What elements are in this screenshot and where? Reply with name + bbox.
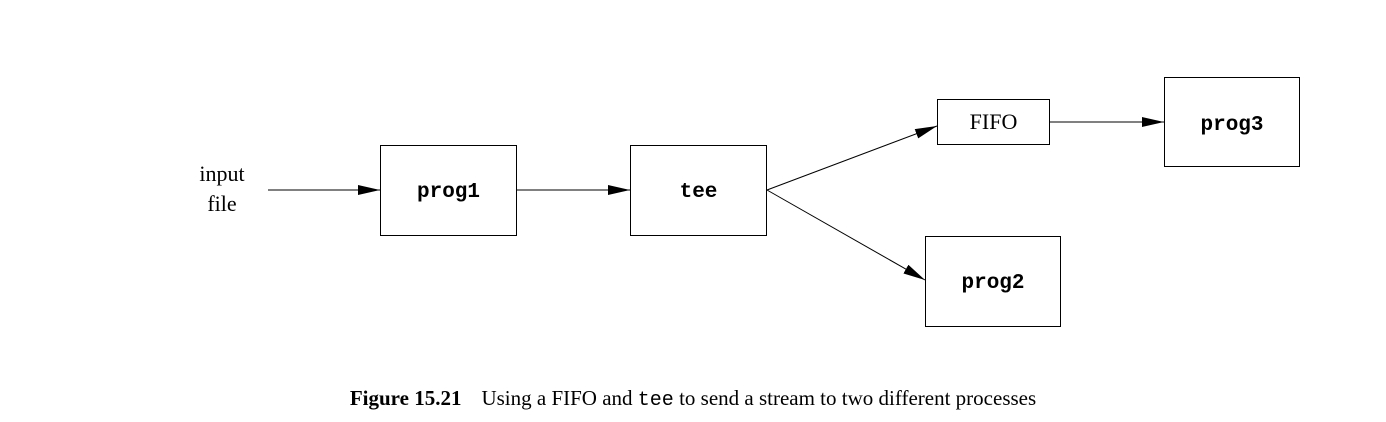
edge-tee-to-fifo <box>766 125 938 191</box>
node-prog2: prog2 <box>925 236 1061 327</box>
node-prog1-label: prog1 <box>417 181 480 204</box>
caption-code: tee <box>637 389 674 412</box>
caption-text-before: Using a FIFO and <box>481 386 633 410</box>
node-tee: tee <box>630 145 767 236</box>
figure-number: Figure 15.21 <box>349 386 462 410</box>
caption-text-after: to send a stream to two different proces… <box>679 386 1037 410</box>
node-prog2-label: prog2 <box>961 272 1024 295</box>
figure-caption: Figure 15.21 Using a FIFO and tee to send… <box>0 384 1386 415</box>
input-label-line1: input <box>199 161 244 186</box>
node-fifo: FIFO <box>937 99 1050 145</box>
node-prog1: prog1 <box>380 145 517 236</box>
node-fifo-label: FIFO <box>970 109 1018 134</box>
node-tee-label: tee <box>680 181 718 204</box>
pipeline-diagram: input file prog1 tee FIFO prog3 prog2 <box>199 77 1300 327</box>
node-prog3: prog3 <box>1164 77 1300 167</box>
edge-tee-to-prog2 <box>766 189 926 281</box>
node-prog3-label: prog3 <box>1200 114 1263 137</box>
input-label-line2: file <box>207 191 236 216</box>
